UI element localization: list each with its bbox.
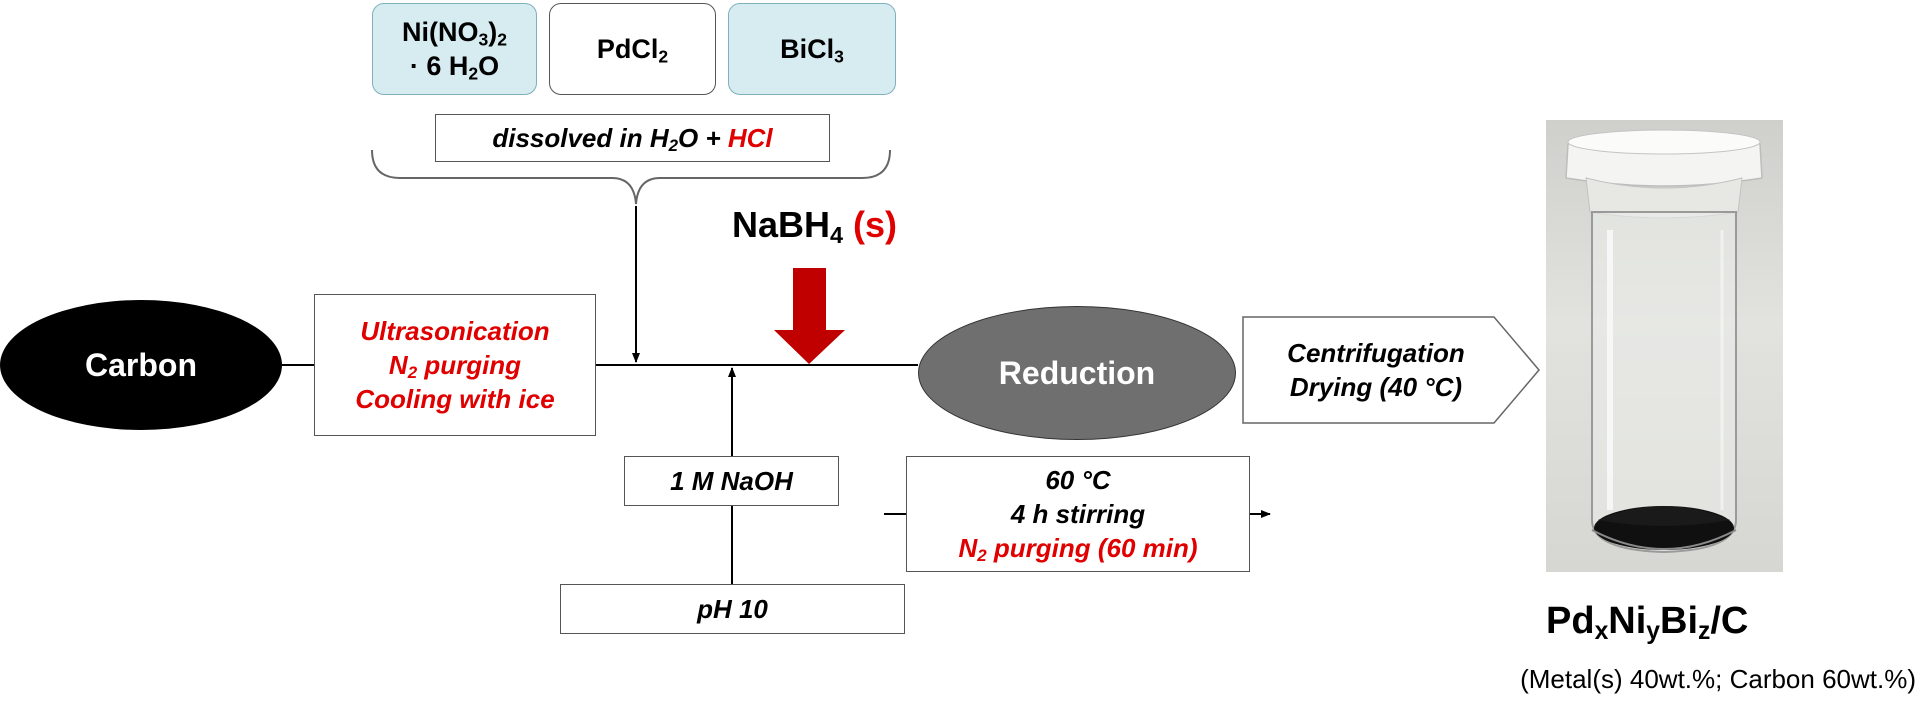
pretreatment-box: Ultrasonication N2 purging Cooling with … — [314, 294, 596, 436]
reduction-label: Reduction — [998, 354, 1156, 391]
nabh4-label: NaBH4 (s) — [732, 204, 898, 248]
ph-box: pH 10 — [560, 584, 905, 634]
vial-powder-top — [1598, 506, 1730, 526]
carbon-ellipse: Carbon — [0, 300, 282, 430]
nabh4-arrow — [774, 268, 845, 364]
vial-photo — [1546, 120, 1783, 572]
reduction-ellipse: Reduction — [918, 306, 1236, 440]
composition-note: (Metal(s) 40wt.%; Carbon 60wt.%) — [1520, 664, 1916, 694]
postprocess-text: Centrifugation Drying (40 °C) — [1287, 338, 1465, 402]
dissolved-box: dissolved in H2O + HCl — [435, 114, 830, 162]
vial-drawing — [1565, 129, 1763, 554]
conditions-box: 60 °C 4 h stirring N2 purging (60 min) — [906, 456, 1250, 572]
nickel-nitrate-line1: Ni(NO3)2 — [401, 17, 508, 50]
vial-cap-top — [1567, 129, 1761, 155]
bicl3-box: BiCl3 — [728, 3, 896, 95]
vial-base — [1591, 529, 1737, 550]
postprocess-chevron — [1242, 316, 1540, 424]
reagent-brace — [371, 149, 891, 205]
nickel-nitrate-line2: · 6 H2O — [409, 51, 500, 84]
naoh-box: 1 M NaOH — [624, 456, 839, 506]
pdcl2-box: PdCl2 — [549, 3, 716, 95]
carbon-label: Carbon — [85, 346, 197, 383]
product-label: PdxNiyBiz/C — [1546, 600, 1749, 646]
vial-body — [1591, 211, 1737, 554]
nickel-nitrate-box: Ni(NO3)2 · 6 H2O — [372, 3, 537, 95]
